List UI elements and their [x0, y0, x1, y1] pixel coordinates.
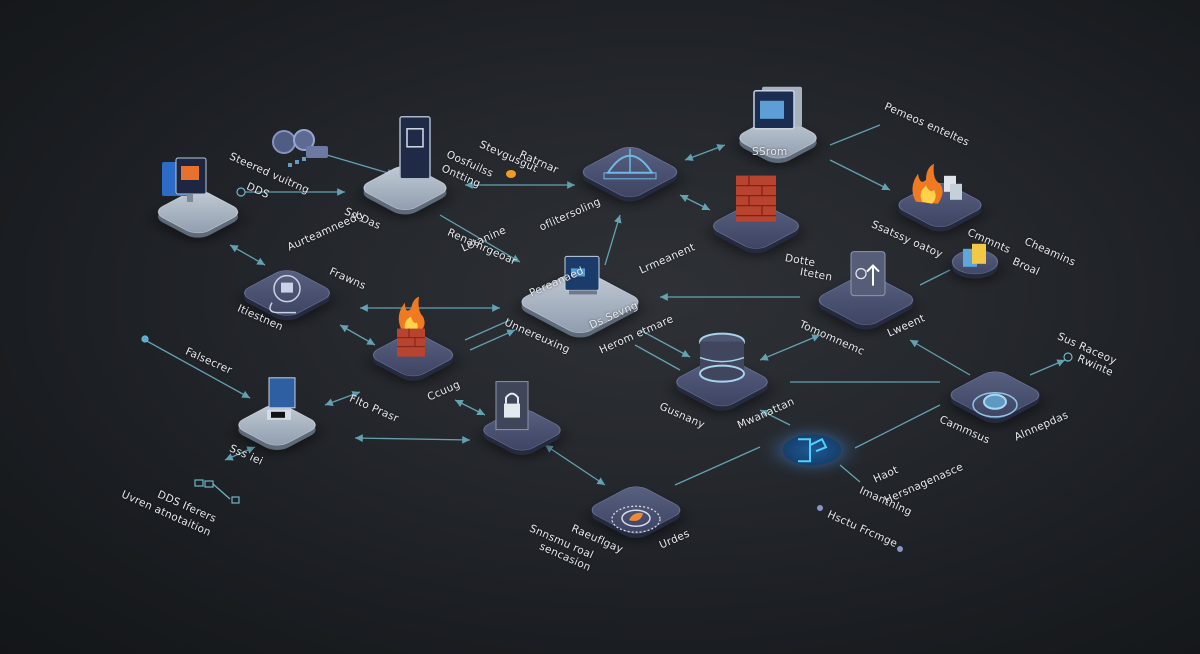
dns-cycle-icon: [262, 273, 312, 321]
tablet-icon: [397, 115, 433, 189]
brick-wall-icon: [734, 170, 778, 228]
padlock-icon: [492, 380, 532, 438]
browser-window-icon: [750, 85, 806, 139]
fire-icon: [904, 162, 964, 216]
gears-icon: [270, 128, 340, 168]
shield-dome-icon: [600, 145, 660, 189]
monitor-icon: [160, 154, 220, 214]
laptop-icon: [263, 376, 299, 430]
flame-ring-icon: [609, 503, 663, 539]
database-icon: [697, 332, 747, 390]
firewall-fire-icon: [391, 296, 431, 365]
target-ring-icon: [970, 390, 1020, 424]
documents-icon: [960, 241, 990, 275]
alert-dot-icon: [506, 170, 516, 178]
node-label: SSrom: [752, 146, 788, 158]
server-upload-icon: [843, 248, 889, 306]
laptop-icon: [559, 254, 605, 306]
circuit-icon: [792, 435, 832, 471]
